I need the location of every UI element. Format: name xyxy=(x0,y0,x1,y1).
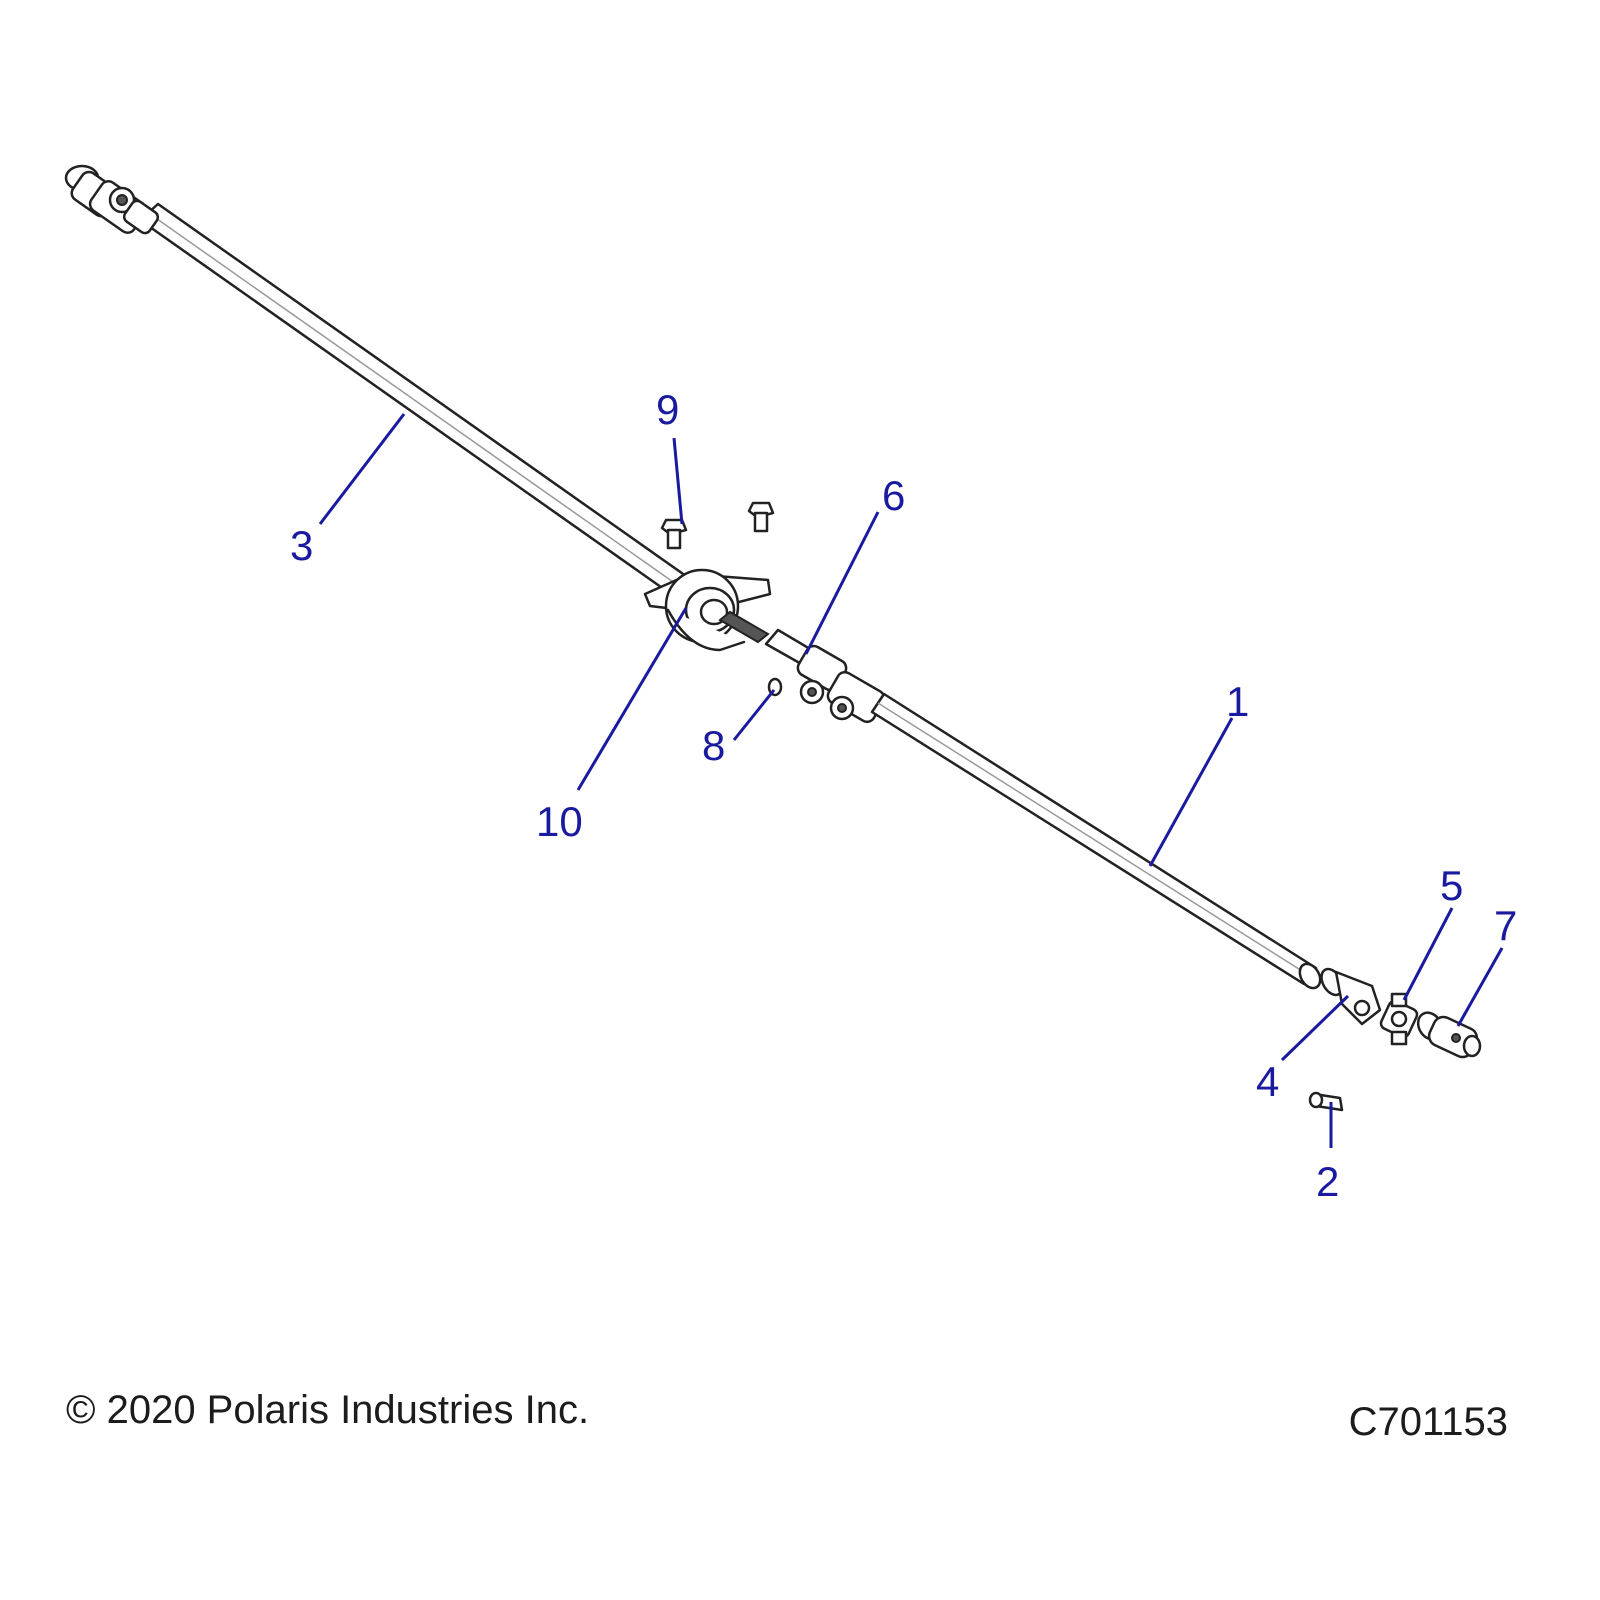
front-u-joint-yoke xyxy=(64,164,160,235)
callout-4: 4 xyxy=(1256,1058,1279,1105)
leader-5 xyxy=(1402,907,1454,1001)
callout-8: 8 xyxy=(702,722,725,769)
carrier-bearing-bolts xyxy=(660,501,775,550)
callout-1: 1 xyxy=(1226,678,1249,725)
leader-10 xyxy=(576,607,688,791)
front-prop-shaft xyxy=(64,164,688,594)
leader-6 xyxy=(804,511,880,655)
carrier-bearing xyxy=(643,568,772,652)
leader-4 xyxy=(1280,994,1350,1062)
leader-9 xyxy=(672,437,684,525)
callout-2: 2 xyxy=(1316,1158,1339,1205)
u-joint-cross xyxy=(1379,992,1419,1046)
callout-leaders xyxy=(318,413,1504,1148)
leader-3 xyxy=(318,413,406,525)
copyright-notice: © 2020 Polaris Industries Inc. xyxy=(66,1388,590,1432)
callout-5: 5 xyxy=(1440,862,1463,909)
leader-7 xyxy=(1456,947,1504,1027)
leader-8 xyxy=(732,689,776,741)
end-yoke xyxy=(1416,1011,1482,1059)
callout-6: 6 xyxy=(882,472,905,519)
callout-10: 10 xyxy=(536,798,583,845)
center-slip-yoke xyxy=(764,628,886,724)
drawing-code: C701153 xyxy=(1348,1400,1508,1444)
callout-7: 7 xyxy=(1494,902,1517,949)
rear-prop-shaft xyxy=(870,692,1322,990)
bolt-left xyxy=(660,518,688,550)
lower-bolt xyxy=(1308,1091,1344,1112)
callout-3: 3 xyxy=(290,522,313,569)
rear-yoke xyxy=(1320,967,1382,1026)
callout-numbers: 1 2 3 4 5 6 7 8 9 10 xyxy=(290,386,1517,1205)
leader-1 xyxy=(1148,717,1234,867)
callout-9: 9 xyxy=(656,386,679,433)
bolt-right xyxy=(747,501,775,533)
